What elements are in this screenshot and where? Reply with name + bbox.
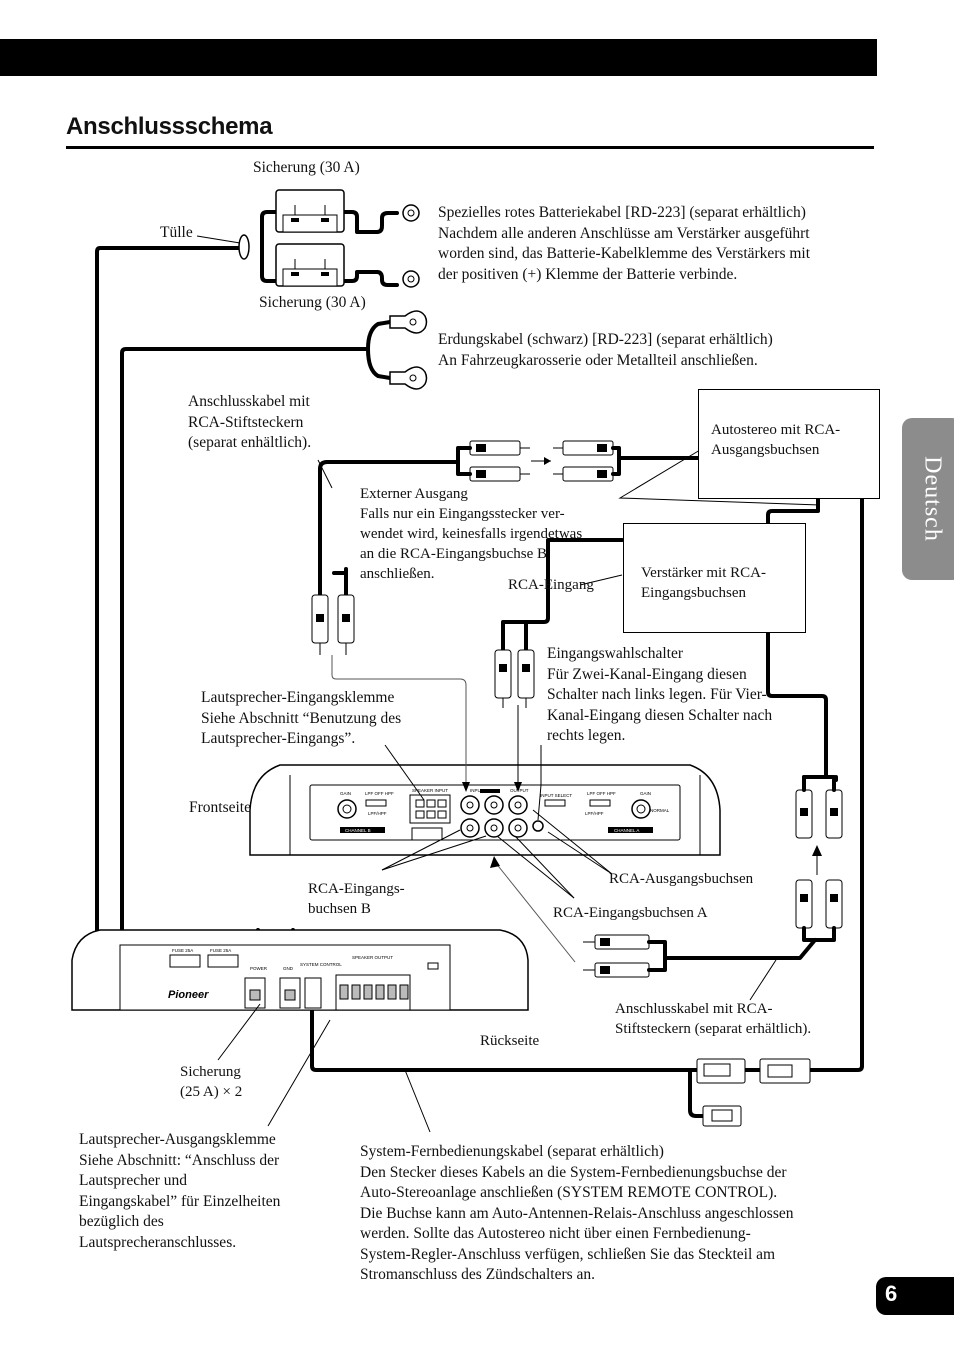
label-ground-cable: Erdungskabel (schwarz) [RD-223] (separat… (438, 331, 773, 369)
amp-input-label: Verstärker mit RCA- Eingangsbuchsen (641, 565, 766, 601)
label-front-side: Frontseite (189, 799, 251, 816)
label-external-output: Externer Ausgang Falls nur ein Eingangss… (360, 486, 583, 582)
rca-plug-pair-right-upper (795, 775, 843, 839)
label-rca-input: RCA-Eingang (508, 577, 594, 593)
panel-lpfhpf-a: LPF/HPF (585, 811, 604, 816)
fuse-holder-bottom (260, 243, 379, 287)
panel-fuse-1: FUSE 25A (172, 948, 193, 953)
rca-plug-pair-left (311, 571, 355, 655)
header-bar (0, 39, 877, 76)
panel-gnd: GND (283, 966, 294, 971)
panel-fuse-2: FUSE 25A (210, 948, 231, 953)
label-battery-cable: Spezielles rotes Batteriekabel [RD-223] … (438, 204, 811, 283)
label-fuse-top: Sicherung (30 A) (253, 159, 360, 176)
panel-speaker-input: SPEAKER INPUT (412, 788, 448, 793)
car-stereo-box (698, 389, 880, 499)
panel-input: INPUT (470, 788, 484, 793)
remote-connector-icon (688, 1058, 811, 1127)
rca-plug-pair-top-left (456, 440, 530, 482)
label-rca-input-jacks-b: RCA-Eingangs- buchsen B (308, 881, 405, 917)
rca-top-cable (318, 460, 460, 575)
page-number-tab: 6 (876, 1277, 954, 1315)
language-tab-label: Deutsch (919, 456, 946, 542)
language-tab: Deutsch (902, 418, 954, 580)
panel-channel-b: CHANNEL B (345, 828, 371, 833)
panel-power: POWER (250, 966, 268, 971)
car-stereo-label: Autostereo mit RCA- Ausgangsbuchsen (711, 422, 841, 458)
brand-logo: Pioneer (168, 989, 209, 1001)
label-rear-side: Rückseite (480, 1033, 540, 1049)
label-rca-input-jacks-a: RCA-Eingangsbuchsen A (553, 905, 708, 921)
page-number: 6 (885, 1281, 898, 1306)
panel-channel-a: CHANNEL A (614, 828, 639, 833)
label-speaker-output: Lautsprecher-Ausgangsklemme Siehe Abschn… (79, 1131, 281, 1251)
amp-input-box (623, 523, 806, 633)
rca-plug-pair-input (494, 638, 535, 708)
label-rca-cable-bottom: Anschlusskabel mit RCA- Stiftsteckern (s… (615, 1001, 812, 1037)
panel-lpf-a: LPF OFF HPF (587, 791, 616, 796)
panel-gain-b: GAIN (340, 791, 351, 796)
panel-speaker-output: SPEAKER OUTPUT (352, 955, 393, 960)
amp-rear-panel (71, 929, 529, 1011)
label-system-remote: System-Fernbedienungskabel (separat erhä… (360, 1143, 794, 1283)
rca-plug-pair-right-lower (795, 879, 843, 942)
label-input-selector: Eingangswahlschalter Für Zwei-Kanal-Eing… (547, 645, 773, 744)
panel-lpf-b: LPF OFF HPF (365, 791, 394, 796)
panel-gain-a: GAIN (640, 791, 651, 796)
label-fuse-bottom: Sicherung (30 A) (259, 294, 366, 311)
title-rule (66, 146, 874, 149)
rca-plug-pair-top-right (553, 440, 621, 482)
panel-system-control: SYSTEM CONTROL (300, 962, 342, 967)
page-title: Anschlussschema (66, 113, 273, 140)
amp-front-panel (249, 764, 721, 856)
panel-output: OUTPUT (510, 788, 529, 793)
label-rca-output-jacks: RCA-Ausgangsbuchsen (609, 871, 754, 887)
fuse-holder-top (260, 189, 379, 256)
panel-lpfhpf-b: LPF/HPF (368, 811, 387, 816)
panel-input-select: INPUT SELECT (540, 793, 572, 798)
rca-plug-pair-bottom (583, 934, 667, 978)
label-grommet: Tülle (160, 224, 193, 241)
grommet-icon (238, 234, 250, 260)
label-fuse-25: Sicherung (25 A) × 2 (180, 1064, 243, 1100)
label-rca-cable-top: Anschlusskabel mit RCA-Stiftsteckern (se… (188, 393, 312, 451)
panel-normal: NORMAL (650, 808, 670, 813)
label-speaker-input: Lautsprecher-Eingangsklemme Siehe Abschn… (201, 689, 402, 747)
ground-ring-icon (389, 310, 428, 390)
